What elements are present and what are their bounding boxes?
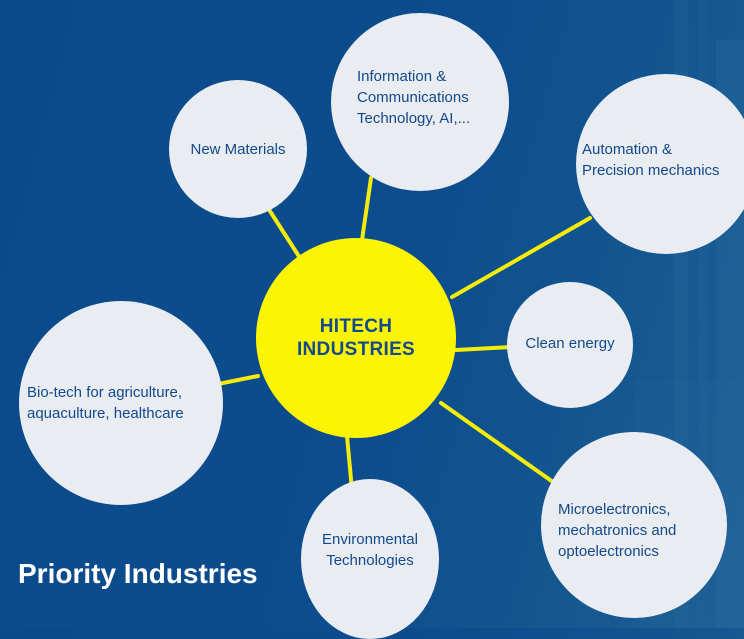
- connector-microelectronics: [439, 401, 555, 484]
- node-ict: Information & Communications Technology,…: [331, 13, 509, 191]
- node-biotech-label: Bio-tech for agriculture, aquaculture, h…: [27, 384, 184, 422]
- connector-new-materials: [266, 206, 302, 260]
- connector-clean-energy: [454, 345, 514, 352]
- node-automation: Automation & Precision mechanics: [576, 74, 744, 254]
- page-title: Priority Industries: [18, 558, 258, 589]
- node-clean-energy-label: Clean energy: [525, 334, 615, 352]
- node-ict-label: Information & Communications Technology,…: [357, 67, 471, 127]
- node-automation-label: Automation & Precision mechanics: [582, 141, 720, 179]
- connector-ict: [360, 176, 373, 242]
- node-environmental: Environmental Technologies: [301, 479, 439, 639]
- hitech-industries-hub: HITECH INDUSTRIES: [256, 238, 456, 438]
- connector-biotech: [216, 374, 260, 386]
- node-clean-energy: Clean energy: [507, 282, 633, 408]
- hub-label-line1: HITECH: [319, 316, 393, 337]
- node-microelectronics-label: Microelectronics, mechatronics and optoe…: [558, 500, 677, 560]
- connector-automation: [450, 216, 592, 299]
- node-new-materials: New Materials: [169, 80, 307, 218]
- node-new-materials-label: New Materials: [190, 140, 286, 158]
- node-microelectronics: Microelectronics, mechatronics and optoe…: [541, 432, 727, 618]
- node-biotech: Bio-tech for agriculture, aquaculture, h…: [19, 301, 223, 505]
- node-environmental-label: Environmental Technologies: [322, 531, 418, 569]
- hub-label-line2: INDUSTRIES: [296, 339, 416, 360]
